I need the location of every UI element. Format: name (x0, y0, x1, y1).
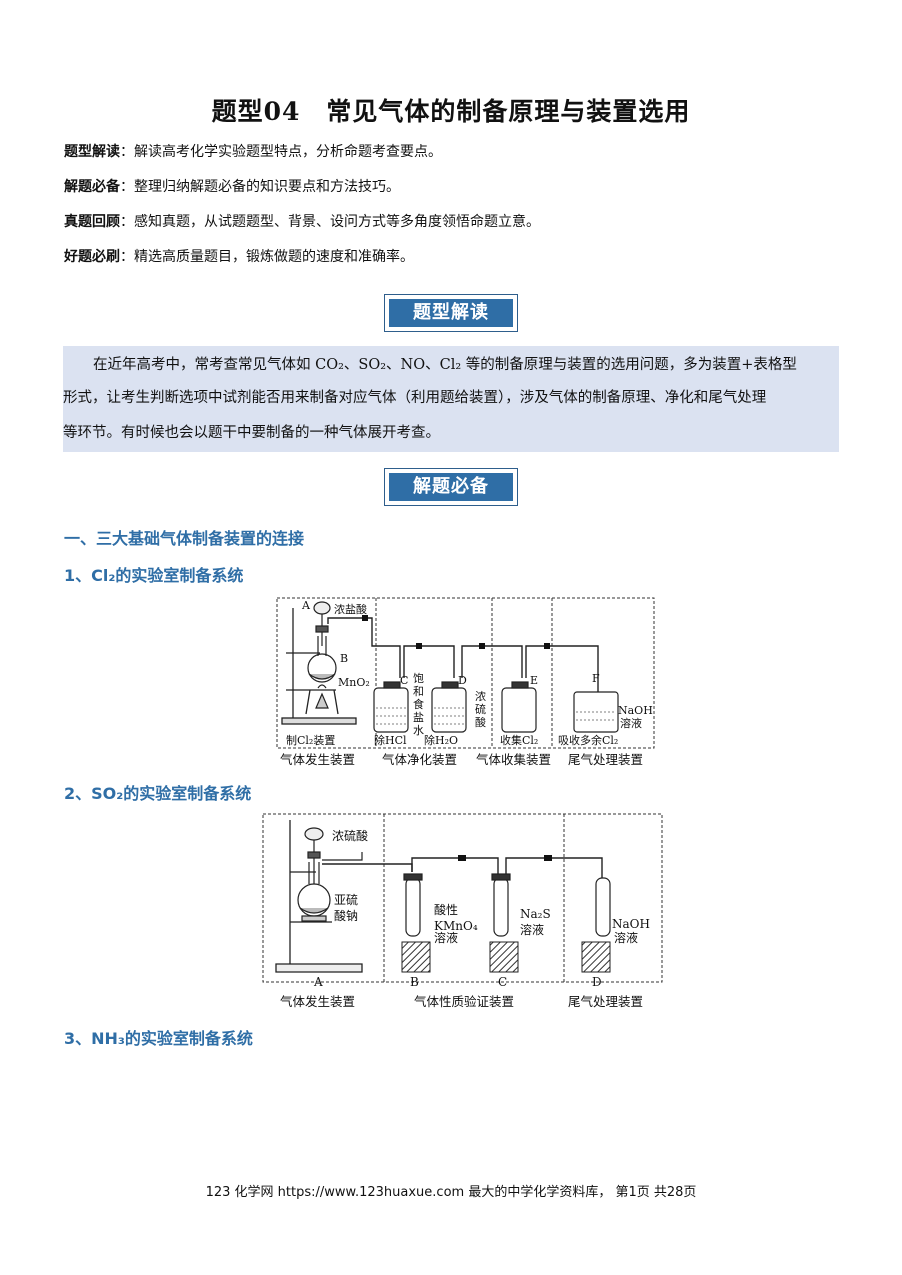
section-gen: 气体发生装置 (280, 994, 355, 1009)
label-nacl-2: 和 (413, 685, 424, 698)
so2-apparatus-diagram: 浓硫酸 亚硫 酸钠 酸性 KMnO₄ 溶液 Na₂S 溶液 NaOH 溶液 A … (262, 813, 663, 1009)
reading-line-3: 等环节。有时候也会以题干中要制备的一种气体展开考查。 (63, 425, 440, 441)
label-a: A (313, 975, 323, 989)
label-h2so4-1: 浓 (475, 690, 486, 703)
tube-d (595, 877, 611, 937)
label-solution: 溶液 (620, 716, 642, 730)
label-b: B (410, 975, 419, 989)
label-nacl-3: 食 (413, 697, 424, 711)
caption-hcl: 除HCl (374, 733, 407, 747)
badge-label: 解题必备 (389, 473, 513, 501)
flask-with-funnel (297, 827, 331, 922)
label-c: C (400, 674, 408, 687)
badge-label: 题型解读 (389, 299, 513, 327)
subheading-cl2: 1、Cl₂的实验室制备系统 (64, 566, 244, 585)
label-nacl-4: 盐 (413, 711, 424, 724)
tube-b (405, 877, 421, 937)
page-footer: 123 化学网 https://www.123huaxue.com 最大的中学化… (205, 1185, 697, 1200)
label-hcl: 浓盐酸 (334, 602, 367, 616)
section-heading: 一、三大基础气体制备装置的连接 (64, 529, 305, 548)
flask-with-funnel (307, 601, 337, 709)
bottle-d (431, 687, 467, 733)
section-tail: 尾气处理装置 (568, 752, 643, 767)
label-d: D (458, 674, 467, 687)
label-nacl-1: 饱 (413, 671, 424, 685)
section-purify: 气体净化装置 (382, 752, 457, 767)
label-na2so3-2: 酸钠 (334, 908, 358, 923)
label-na2so3-1: 亚硫 (334, 892, 358, 907)
label-naoh: NaOH (612, 917, 650, 931)
intro-line-essentials: 解题必备：整理归纳解题必备的知识要点和方法技巧。 (64, 178, 400, 196)
label-a: A (301, 599, 311, 612)
bottle-c (373, 687, 409, 733)
intro-text: ：整理归纳解题必备的知识要点和方法技巧。 (120, 179, 400, 195)
label-b: B (340, 652, 348, 665)
label-acidic: 酸性 (434, 902, 458, 917)
intro-label: 解题必备 (64, 179, 120, 195)
label-naoh: NaOH (618, 704, 653, 717)
block-d (581, 941, 611, 973)
cl2-apparatus-diagram: A 浓盐酸 B MnO₂ C D E F 饱 和 食 盐 水 浓 硫 酸 NaO… (276, 597, 655, 767)
intro-line-review: 真题回顾：感知真题，从试题题型、背景、设问方式等多角度领悟命题立意。 (64, 213, 540, 231)
bottle-e (501, 687, 537, 733)
block-b (401, 941, 431, 973)
intro-label: 真题回顾 (64, 214, 120, 230)
reading-paragraph-box: 在近年高考中，常考查常见气体如 CO₂、SO₂、NO、Cl₂ 等的制备原理与装置… (63, 346, 839, 452)
label-mno2: MnO₂ (338, 676, 370, 689)
label-h2so4-3: 酸 (475, 715, 486, 729)
reading-line-2: 形式，让考生判断选项中试剂能否用来制备对应气体（利用题给装置），涉及气体的制备原… (63, 390, 767, 406)
intro-text: ：解读高考化学实验题型特点，分析命题考查要点。 (120, 144, 442, 160)
block-c (489, 941, 519, 973)
subheading-nh3: 3、NH₃的实验室制备系统 (64, 1029, 253, 1048)
caption-absorb: 吸收多余Cl₂ (558, 733, 618, 747)
label-h2so4-2: 硫 (475, 702, 486, 716)
page-title: 题型04 常见气体的制备原理与装置选用 (211, 97, 691, 126)
caption-collect: 收集Cl₂ (500, 733, 538, 747)
diagram-frame (276, 597, 655, 749)
iron-stand (281, 608, 357, 725)
label-solution-b: 溶液 (434, 930, 458, 945)
intro-text: ：精选高质量题目，锻炼做题的速度和准确率。 (120, 249, 414, 265)
label-e: E (530, 674, 538, 687)
label-d: D (592, 975, 602, 989)
tube-c (493, 877, 509, 937)
iron-stand (275, 820, 363, 973)
label-solution-c: 溶液 (520, 922, 544, 937)
label-na2s: Na₂S (520, 907, 551, 921)
label-kmno4: KMnO₄ (434, 919, 478, 933)
caption-make: 制Cl₂装置 (286, 734, 335, 747)
reading-line-1: 在近年高考中，常考查常见气体如 CO₂、SO₂、NO、Cl₂ 等的制备原理与装置… (93, 357, 797, 373)
section-verify: 气体性质验证装置 (414, 994, 514, 1009)
diagram-frame (262, 813, 663, 983)
intro-line-reading: 题型解读：解读高考化学实验题型特点，分析命题考查要点。 (64, 143, 442, 161)
label-solution-d: 溶液 (614, 930, 638, 945)
intro-label: 好题必刷 (64, 249, 120, 265)
section-collect: 气体收集装置 (476, 752, 551, 767)
subheading-so2: 2、SO₂的实验室制备系统 (64, 784, 252, 803)
intro-text: ：感知真题，从试题题型、背景、设问方式等多角度领悟命题立意。 (120, 214, 540, 230)
intro-label: 题型解读 (64, 144, 120, 160)
label-f: F (592, 672, 600, 685)
intro-line-practice: 好题必刷：精选高质量题目，锻炼做题的速度和准确率。 (64, 248, 414, 266)
caption-h2o: 除H₂O (424, 733, 458, 747)
section-tail: 尾气处理装置 (568, 994, 643, 1009)
label-c: C (498, 975, 507, 989)
section-gen: 气体发生装置 (280, 752, 355, 767)
section-badge-reading: 题型解读 (384, 288, 518, 332)
label-h2so4: 浓硫酸 (332, 828, 368, 843)
label-nacl-5: 水 (413, 724, 424, 737)
section-badge-essentials: 解题必备 (384, 462, 518, 506)
